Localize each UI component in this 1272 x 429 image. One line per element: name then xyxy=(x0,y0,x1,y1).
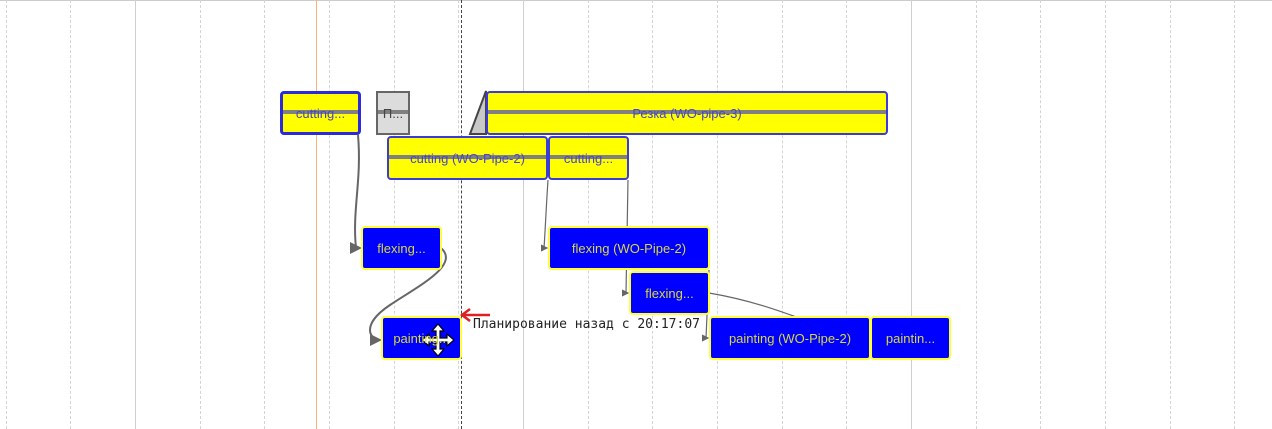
red-arrow-icon xyxy=(459,308,490,322)
grid-line xyxy=(329,0,330,429)
task-label: П... xyxy=(382,105,404,121)
task-label: painting... xyxy=(393,330,450,346)
grid-line xyxy=(70,0,71,429)
grid-line xyxy=(652,0,653,429)
task-label: cutting (WO-Pipe-2) xyxy=(410,150,525,166)
grid-line xyxy=(135,0,136,429)
grid-line xyxy=(911,0,912,429)
task-label: flexing... xyxy=(377,240,426,256)
task-bar[interactable]: painting (WO-Pipe-2) xyxy=(709,316,871,360)
grid-line xyxy=(1234,0,1235,429)
dependency-link xyxy=(622,179,630,297)
task-bar[interactable]: flexing (WO-Pipe-2) xyxy=(548,226,710,270)
dependency-link xyxy=(541,179,549,252)
task-bar[interactable]: flexing... xyxy=(629,271,710,315)
grid-line xyxy=(1170,0,1171,429)
task-bar[interactable]: П... xyxy=(376,91,410,135)
task-bar[interactable]: flexing... xyxy=(361,226,442,270)
task-label: flexing... xyxy=(645,285,694,301)
milestone-triangle xyxy=(468,90,487,135)
scheduling-status: Планирование назад с 20:17:07 xyxy=(473,317,700,332)
task-bar[interactable]: paintin... xyxy=(870,316,951,360)
task-label: painting (WO-Pipe-2) xyxy=(728,330,852,346)
grid-line xyxy=(976,0,977,429)
grid-line xyxy=(458,0,459,429)
task-bar[interactable]: cutting... xyxy=(280,91,361,135)
task-bar[interactable]: Резка (WO-pipe-3) xyxy=(486,91,888,135)
grid-line xyxy=(523,0,524,429)
timeline-top-border xyxy=(0,0,1272,1)
move-cursor-icon xyxy=(421,323,455,357)
grid-line xyxy=(6,0,7,429)
task-label: cutting... xyxy=(295,105,346,121)
grid-line xyxy=(588,0,589,429)
grid-line xyxy=(264,0,265,429)
grid-line xyxy=(1105,0,1106,429)
task-label: paintin... xyxy=(885,330,936,346)
task-bar[interactable]: cutting... xyxy=(548,136,629,180)
task-label: flexing (WO-Pipe-2) xyxy=(571,240,687,256)
grid-line xyxy=(846,0,847,429)
task-bar-dragging[interactable]: painting... xyxy=(381,316,462,360)
dependency-link xyxy=(350,134,362,254)
grid-line xyxy=(200,0,201,429)
task-bar[interactable]: cutting (WO-Pipe-2) xyxy=(387,136,548,180)
task-label: Резка (WO-pipe-3) xyxy=(632,105,742,121)
grid-line xyxy=(394,0,395,429)
grid-line xyxy=(1040,0,1041,429)
grid-line xyxy=(717,0,718,429)
current-time-line xyxy=(316,0,317,429)
drag-position-line xyxy=(461,0,462,429)
dependency-link xyxy=(369,247,447,346)
task-label: cutting... xyxy=(563,150,614,166)
grid-line xyxy=(782,0,783,429)
